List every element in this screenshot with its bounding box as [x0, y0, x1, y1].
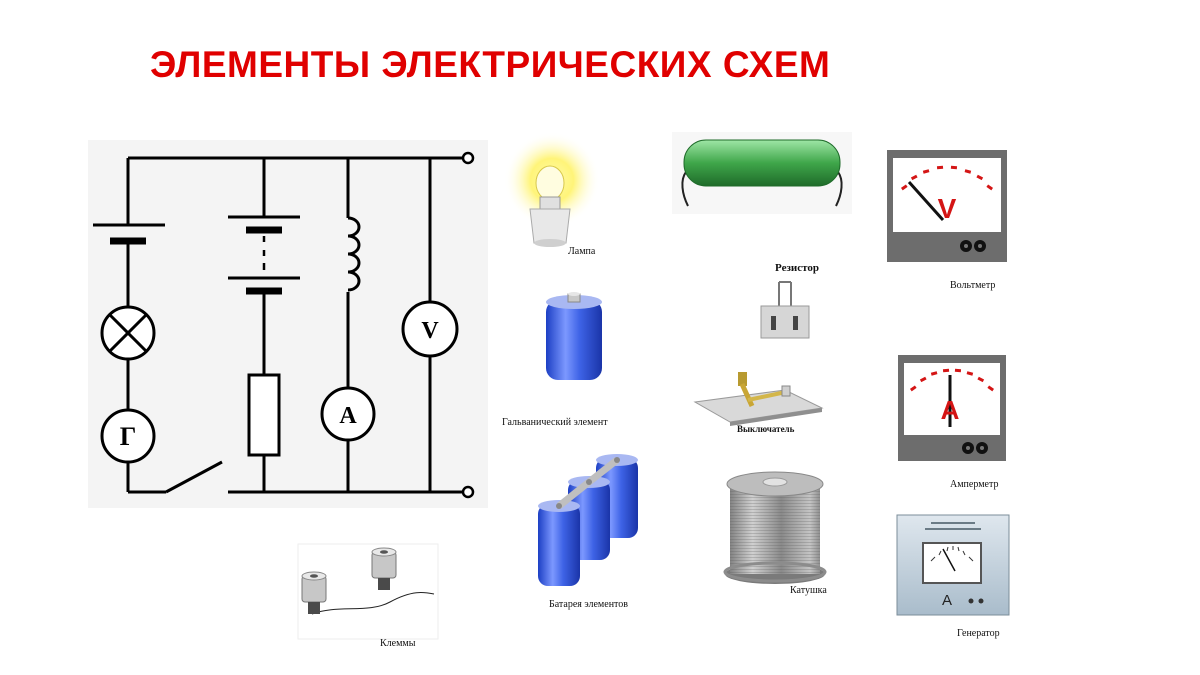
- terminals-picture: [297, 543, 439, 640]
- lamp-picture: [504, 132, 600, 247]
- generator-face-letter: A: [942, 592, 952, 609]
- galvanic-cell-picture: [546, 292, 602, 380]
- schematic-lamp-symbol: [100, 305, 156, 361]
- resistor-label: Резистор: [775, 262, 819, 274]
- galvanic-cell-label: Гальванический элемент: [502, 417, 608, 428]
- terminal-left: [301, 571, 327, 614]
- voltmeter-picture: V: [887, 150, 1007, 262]
- schematic-switch: [165, 460, 223, 494]
- coil-picture: [723, 471, 827, 584]
- coil-label: Катушка: [790, 585, 827, 596]
- ammeter-symbol-letter: A: [339, 403, 357, 429]
- page-title: ЭЛЕМЕНТЫ ЭЛЕКТРИЧЕСКИХ СХЕМ: [150, 44, 831, 85]
- ammeter-picture: A: [898, 355, 1006, 461]
- voltmeter-label: Вольтметр: [950, 280, 996, 291]
- generator-symbol-letter: Г: [120, 422, 137, 451]
- schematic-coil: [347, 216, 361, 292]
- terminal-right: [371, 547, 397, 590]
- schematic-terminal-bottom: [461, 485, 475, 499]
- lamp-label: Лампа: [568, 246, 596, 257]
- schematic-voltmeter-symbol: [401, 300, 459, 358]
- schematic-cell: [93, 223, 165, 245]
- ammeter-face-letter: A: [941, 395, 960, 425]
- generator-picture: A: [896, 514, 1010, 616]
- schematic-terminal-top: [461, 151, 475, 165]
- ammeter-label: Амперметр: [950, 479, 999, 490]
- terminals-label: Клеммы: [380, 638, 416, 649]
- circuit-schematic: Г A V: [88, 140, 488, 508]
- voltmeter-face-letter: V: [938, 193, 957, 224]
- switch-label: Выключатель: [737, 424, 795, 434]
- switch-picture: [693, 372, 824, 426]
- schematic-battery: [228, 215, 300, 295]
- voltmeter-symbol-letter: V: [421, 318, 439, 344]
- plug-picture: [760, 281, 810, 339]
- battery-label: Батарея элементов: [549, 599, 629, 610]
- schematic-generator-symbol: [100, 408, 156, 464]
- resistor-picture: [672, 132, 852, 214]
- schematic-resistor: [247, 373, 281, 457]
- generator-label: Генератор: [957, 628, 1000, 639]
- battery-picture: [538, 454, 638, 586]
- schematic-ammeter-symbol: [320, 386, 376, 442]
